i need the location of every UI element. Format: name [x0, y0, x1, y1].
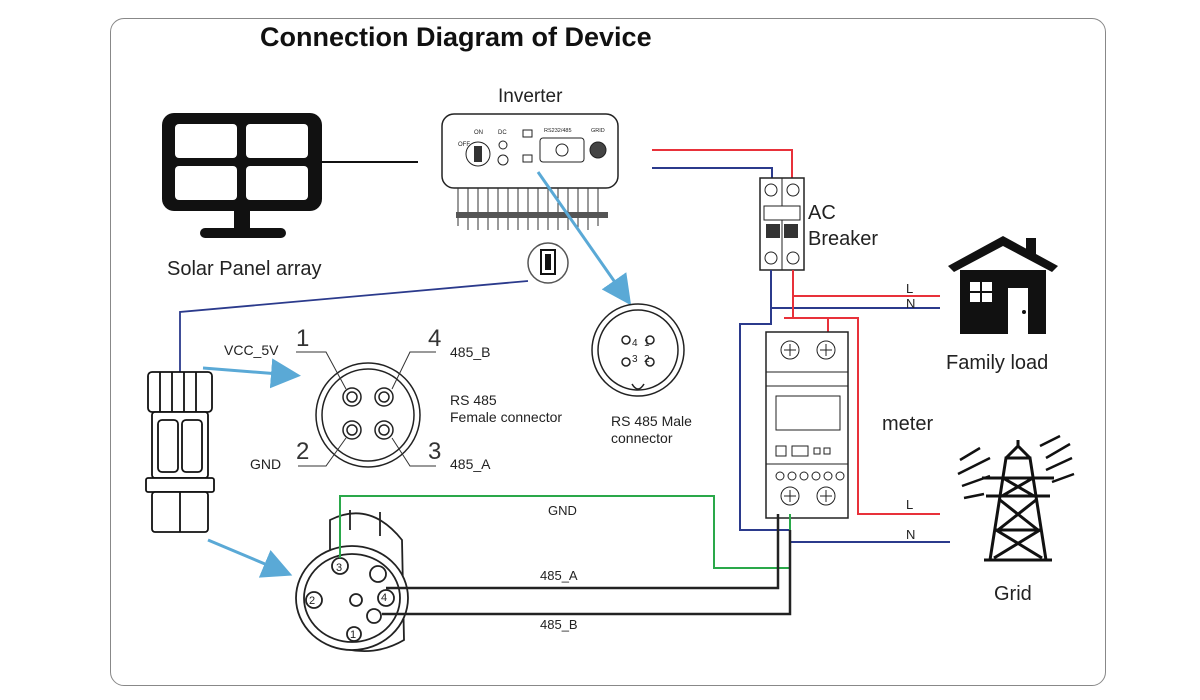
solar-label: Solar Panel array — [167, 258, 322, 280]
485a-pin-label: 485_A — [450, 456, 491, 472]
female-pin-leaders — [296, 351, 436, 467]
male-label-1: RS 485 Male — [611, 413, 692, 429]
485b-wire-label: 485_B — [540, 617, 578, 632]
485-b-wire — [382, 530, 792, 616]
grid-l-label: L — [906, 497, 914, 512]
female-label-1: RS 485 — [450, 392, 497, 408]
female-pin-3-number: 3 — [428, 438, 442, 465]
female-pin-2-number: 2 — [296, 438, 310, 465]
gnd-wire-label: GND — [548, 503, 577, 518]
male-pin-1: 1 — [644, 338, 650, 349]
solar-panel-icon — [162, 113, 322, 238]
vcc-label: VCC_5V — [224, 342, 279, 358]
plug-pin-3: 3 — [336, 562, 342, 574]
rs485-round-plug-icon — [295, 510, 409, 653]
inverter-rs232-label: RS232/485 — [544, 128, 572, 134]
inverter-label: Inverter — [498, 86, 563, 107]
power-lines-icon — [957, 434, 1075, 500]
rs485-cable — [179, 280, 529, 372]
load-line-wire — [792, 270, 940, 297]
load-n-label: N — [906, 296, 916, 311]
rs485-female-connector-icon — [315, 362, 421, 468]
page-title: Connection Diagram of Device — [260, 22, 652, 52]
485a-wire-label: 485_A — [540, 568, 578, 583]
male-pin-4: 4 — [632, 338, 638, 349]
arrow-to-plug — [207, 538, 293, 578]
grid-neutral-wire — [789, 530, 950, 543]
rs485-male-connector-icon — [591, 303, 685, 397]
rs485-connector-body-icon — [145, 371, 215, 533]
plug-pin-1: 1 — [350, 629, 356, 641]
female-label-2: Female connector — [450, 409, 563, 425]
house-icon — [948, 236, 1058, 334]
ac-breaker-label-2: Breaker — [808, 228, 879, 250]
inverter-on-label: ON — [474, 130, 483, 136]
ac-breaker-icon — [759, 177, 805, 271]
power-tower-icon — [982, 440, 1054, 562]
rs485-plug-icon — [527, 242, 569, 284]
male-pin-2: 2 — [644, 354, 650, 365]
meter-neutral-loop — [739, 308, 790, 531]
485-a-wire — [386, 514, 780, 590]
load-l-label: L — [906, 281, 914, 296]
inverter-neutral-wire — [652, 167, 773, 178]
gnd-pin-label: GND — [250, 456, 282, 472]
inverter-line-wire — [652, 149, 793, 178]
meter-label: meter — [882, 413, 934, 435]
inverter-off-label: OFF — [458, 142, 470, 148]
grid-n-label: N — [906, 527, 916, 542]
meter-icon — [765, 331, 849, 519]
inverter-icon — [441, 113, 619, 230]
male-label-2: connector — [611, 430, 673, 446]
plug-pin-4: 4 — [381, 592, 387, 604]
ac-breaker-label-1: AC — [808, 202, 836, 224]
diagram-frame — [110, 18, 1106, 686]
plug-pin-2: 2 — [309, 595, 315, 607]
inverter-dc-label: DC — [498, 130, 507, 136]
arrow-to-female — [202, 358, 301, 389]
grid-label: Grid — [994, 583, 1032, 605]
family-load-label: Family load — [946, 352, 1049, 374]
female-pin-1-number: 1 — [296, 325, 310, 352]
485b-pin-label: 485_B — [450, 344, 491, 360]
male-pin-3: 3 — [632, 354, 638, 365]
arrow-to-male — [536, 171, 632, 306]
grid-line-wire — [784, 317, 940, 515]
inverter-grid-label: GRID — [591, 128, 605, 134]
female-pin-4-number: 4 — [428, 325, 442, 352]
